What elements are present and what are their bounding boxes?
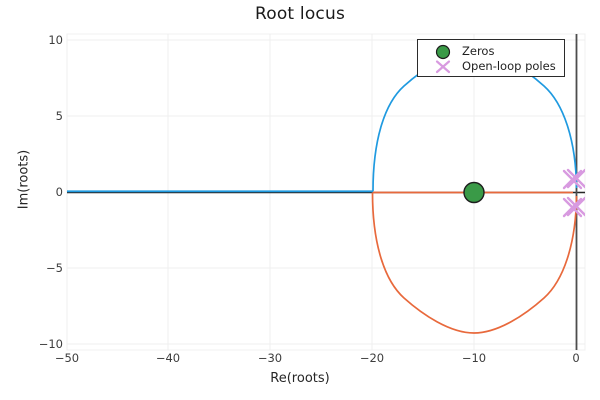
y-tick-label: 5 (55, 109, 63, 123)
y-tick-label: −10 (38, 337, 63, 351)
x-tick-label: 0 (572, 351, 580, 365)
legend-label-open-loop-poles: Open-loop poles (462, 59, 556, 73)
zero-marker (463, 181, 485, 204)
x-tick-label: −50 (54, 351, 80, 365)
legend-zeros-icon (435, 44, 451, 60)
pole-marker (562, 169, 583, 190)
y-tick-label: 10 (48, 33, 63, 47)
x-tick-label: −20 (359, 351, 385, 365)
chart-legend: Zeros Open-loop poles (417, 39, 565, 77)
x-tick-label: −30 (257, 351, 283, 365)
x-tick-label: −10 (461, 351, 487, 365)
y-tick-label: −5 (46, 261, 63, 275)
pole-marker (566, 168, 585, 189)
x-axis-label: Re(roots) (270, 371, 330, 386)
x-tick-label: −40 (155, 351, 181, 365)
legend-poles-icon (435, 60, 451, 74)
page-title: Root locus (254, 4, 346, 24)
pole-marker (562, 197, 583, 218)
legend-label-zeros: Zeros (462, 44, 495, 58)
pole-marker (566, 196, 585, 217)
locus-branch-lower-arc (371, 192, 578, 334)
pole-marker-group (562, 168, 585, 218)
y-tick-label: 0 (55, 185, 63, 199)
